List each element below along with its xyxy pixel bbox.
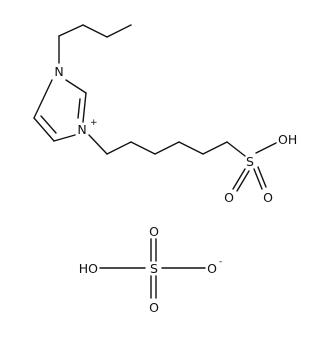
bond-chain-c4-c5 — [178, 141, 204, 155]
bond-s-o-left-inner — [236, 170, 250, 192]
sulfonic-acid-group — [232, 142, 277, 192]
bond-s-o-left-outer — [232, 168, 246, 190]
bond-butyl-c1-c2 — [58, 24, 84, 37]
atom-label-anion-o-top: O — [149, 224, 159, 239]
bond-s-o-right-outer — [253, 168, 263, 190]
bond-chain-c2-c3 — [130, 141, 156, 155]
atom-label-n3: N — [77, 122, 86, 137]
bond-c5-n1 — [33, 79, 53, 119]
hydrogen-sulfate-anion — [99, 238, 206, 299]
atom-label-anion-ho: HO — [79, 261, 98, 276]
bond-chain-c5-c6 — [202, 141, 228, 155]
atom-label-anion-o-bottom: O — [149, 300, 159, 315]
bond-chain-c1-c2 — [106, 141, 132, 155]
bond-c2-n3-outer — [82, 92, 87, 123]
atom-label-sulfonic-o-left: O — [224, 190, 234, 205]
bond-c4-c5-inner — [40, 115, 57, 134]
atom-label-sulfonic-s: S — [246, 154, 254, 169]
bond-chain-c6-s — [226, 141, 246, 157]
bond-n3-c4 — [53, 134, 76, 142]
sulfobutyl-chain — [88, 134, 246, 157]
atom-label-anion-s: S — [150, 261, 158, 276]
charge-label-anion-o: - — [219, 257, 222, 267]
atom-label-sulfonic-oh: OH — [278, 132, 297, 147]
bond-s-oh — [255, 142, 277, 154]
bond-c4-c5-outer — [33, 117, 55, 142]
atom-label-anion-o-right: O — [207, 261, 217, 276]
imidazolium-ring — [33, 79, 87, 142]
butyl-chain — [58, 24, 132, 64]
bond-butyl-c2-c3 — [82, 24, 108, 38]
bond-s-o-right-inner — [257, 166, 267, 188]
bond-n1-c2 — [65, 79, 87, 94]
charge-label-n3: + — [90, 118, 98, 128]
atom-label-sulfonic-o-right: O — [263, 190, 273, 205]
bond-c2-n3-inner — [77, 98, 81, 119]
bond-chain-c3-c4 — [154, 141, 180, 155]
atom-label-n1: N — [54, 64, 63, 79]
bond-butyl-c3-c4 — [106, 24, 132, 38]
bond-n3-chain-c1 — [88, 134, 108, 155]
